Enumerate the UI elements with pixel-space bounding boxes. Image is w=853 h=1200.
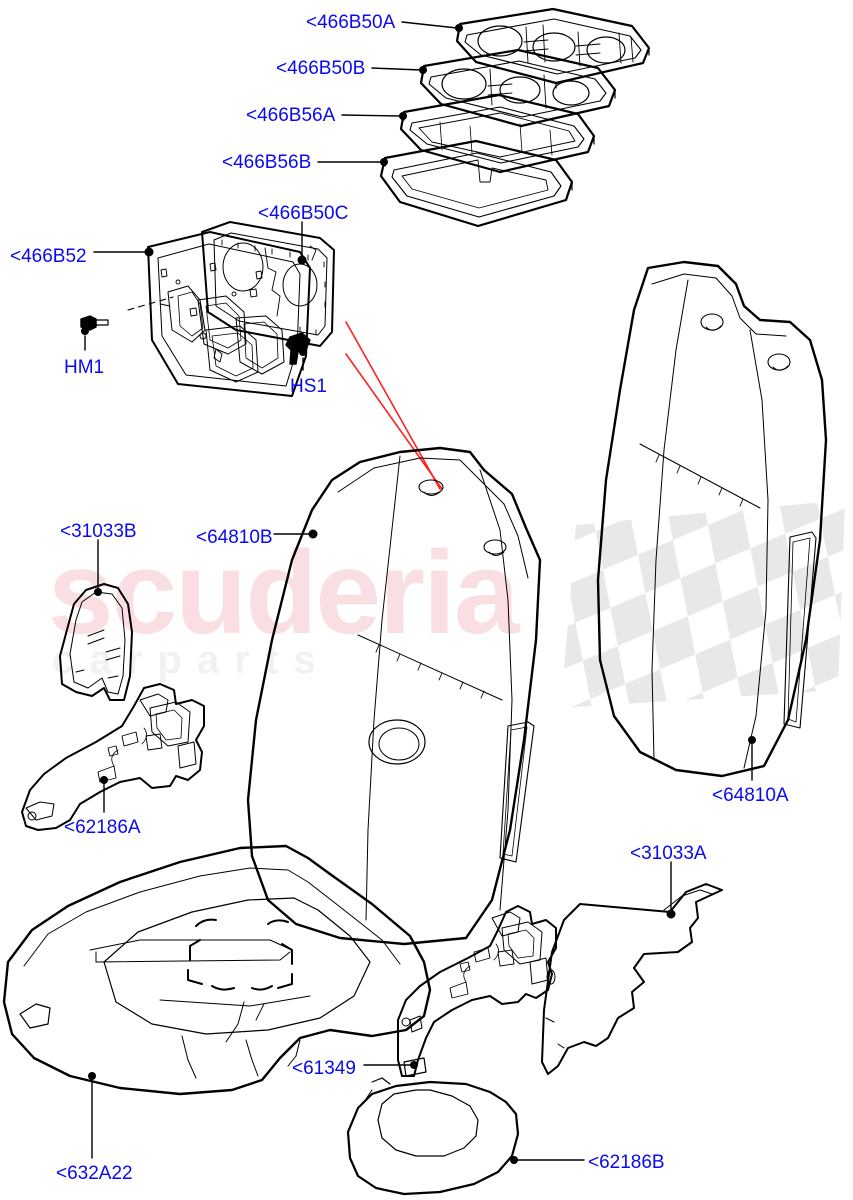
part-label-61349[interactable]: <61349 [292, 1058, 356, 1079]
part-label-466b50a[interactable]: <466B50A [306, 12, 396, 33]
part-label-62186a[interactable]: <62186A [64, 817, 141, 838]
part-shape-466b56a [399, 93, 596, 174]
part-shape-64810b [246, 446, 542, 946]
part-label-31033a[interactable]: <31033A [630, 843, 707, 864]
part-shape-hs1-clip [285, 332, 311, 365]
part-label-31033b[interactable]: <31033B [60, 521, 137, 542]
part-label-466b50c[interactable]: <466B50C [258, 203, 349, 224]
part-shape-466b50b [419, 48, 617, 128]
part-shape-62186a [21, 683, 205, 831]
part-shape-466b50a [455, 7, 651, 89]
part-label-64810b[interactable]: <64810B [196, 527, 273, 548]
part-shape-61349 [397, 905, 557, 1077]
part-shape-31033a [541, 883, 723, 1075]
part-label-466b50b[interactable]: <466B50B [276, 58, 366, 79]
part-shape-466b52 [127, 231, 311, 397]
part-shape-632a22 [2, 844, 432, 1096]
part-shape-64810a [596, 260, 828, 778]
part-shape-62186b [346, 1077, 520, 1196]
part-label-64810a[interactable]: <64810A [712, 785, 789, 806]
part-label-62186b[interactable]: <62186B [588, 1152, 665, 1173]
part-label-632a22[interactable]: <632A22 [56, 1163, 133, 1184]
part-shape-hm1-bolt [80, 315, 109, 335]
part-label-466b52[interactable]: <466B52 [10, 246, 87, 267]
part-shape-31033b [59, 583, 133, 701]
assembly-highlight-lines [345, 321, 443, 490]
part-label-hs1[interactable]: HS1 [290, 376, 327, 397]
part-label-466b56a[interactable]: <466B56A [246, 105, 336, 126]
part-label-hm1[interactable]: HM1 [64, 357, 105, 378]
part-label-466b56b[interactable]: <466B56B [222, 152, 312, 173]
part-shape-466b50c [201, 221, 335, 347]
leader-lines [84, 21, 756, 1164]
